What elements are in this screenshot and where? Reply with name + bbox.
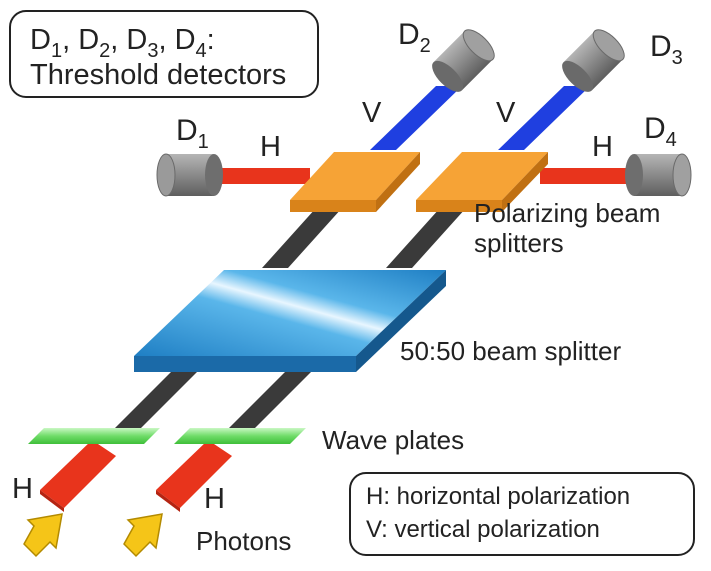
polarization-legend-frame [349, 472, 695, 556]
detectors-list-part: , D [158, 24, 195, 56]
beam-unpolarized-right-lower [222, 367, 316, 435]
label-h-input-right: H [204, 483, 225, 515]
beam-splitter-front-face [134, 356, 356, 372]
legend-h-text: H: horizontal polarization [366, 483, 630, 510]
detectors-list-part: 1 [51, 40, 62, 62]
pbs-left-front-face [290, 200, 376, 212]
label-h-left-top: H [260, 131, 281, 163]
detector-d1-label: D1 [176, 114, 209, 153]
detector-d4-face [625, 154, 643, 196]
beam-unpolarized-left-upper [262, 208, 342, 268]
detector-d2-label: D2 [398, 18, 431, 57]
beam-h-left-top [210, 168, 310, 184]
detectors-info-box: D1, D2, D3, D4: Threshold detectors [9, 10, 319, 98]
wave-plates-label: Wave plates [322, 425, 464, 455]
pbs-right-top-face [416, 152, 548, 200]
photon-arrow-right [123, 513, 163, 558]
pbs-right-front-face [416, 200, 502, 212]
beam-unpolarized-right-upper [386, 208, 466, 268]
detectors-list-part: 4 [196, 40, 207, 62]
wave-plate-left [28, 428, 160, 444]
detector-d2-back [462, 29, 495, 62]
beam-h-input-left-edge [40, 490, 64, 512]
detectors-list-part: : [207, 24, 215, 56]
label-h-input-left: H [12, 473, 33, 505]
legend-v-text: V: vertical polarization [366, 516, 600, 543]
beam-splitter-50-50 [134, 270, 446, 372]
beam-h-input-right [156, 440, 232, 508]
beam-splitter-side-face [356, 270, 446, 372]
detectors-list-part: , D [62, 24, 99, 56]
detectors-caption: Threshold detectors [30, 59, 286, 91]
detector-d2-face [432, 60, 464, 92]
beam-splitter-top-face [134, 270, 446, 356]
detector-d1-back [156, 153, 176, 197]
pbs-label-line2: splitters [474, 228, 564, 258]
beam-h-input-left [40, 440, 116, 508]
detectors-list-part: , D [110, 24, 147, 56]
detectors-list-part: D [30, 24, 51, 56]
label-v-right-top: V [496, 97, 516, 129]
detectors-list-part: 3 [147, 40, 158, 62]
detector-d4-back [672, 153, 692, 197]
detector-d4-icon [625, 153, 692, 197]
photons-label: Photons [196, 526, 291, 556]
detectors-list-label: D1, D2, D3, D4: [30, 24, 215, 62]
beam-splitter-label: 50:50 beam splitter [400, 336, 621, 366]
detector-d2-icon [432, 29, 495, 92]
detector-d3-label: D3 [650, 30, 683, 69]
detector-d1-icon [156, 153, 223, 197]
detector-d4-label: D4 [644, 112, 677, 151]
beam-v-right [498, 86, 590, 150]
pbs-right-side-face [502, 152, 548, 212]
detector-d3-back [592, 29, 625, 62]
detectors-info-frame [9, 10, 319, 98]
polarization-legend: H: horizontal polarization V: vertical p… [349, 472, 695, 556]
beam-h-right-top [540, 168, 640, 184]
pbs-left [290, 152, 420, 212]
photon-arrow-left [23, 513, 63, 558]
wave-plate-right [174, 428, 306, 444]
detector-d3-face [562, 60, 594, 92]
pbs-label-line1: Polarizing beam [474, 198, 660, 228]
photon-arrow-icon [23, 513, 163, 558]
detectors-list-part: 2 [99, 40, 110, 62]
detector-d1-face [205, 154, 223, 196]
label-v-left-top: V [362, 97, 382, 129]
beam-h-input-right-edge [156, 490, 180, 512]
pbs-right [416, 152, 548, 212]
beam-unpolarized-left-lower [108, 367, 202, 435]
pbs-left-side-face [376, 152, 420, 212]
label-h-right-top: H [592, 131, 613, 163]
pbs-left-top-face [290, 152, 420, 200]
beam-v-left [370, 86, 462, 150]
detector-d3-icon [562, 29, 625, 92]
